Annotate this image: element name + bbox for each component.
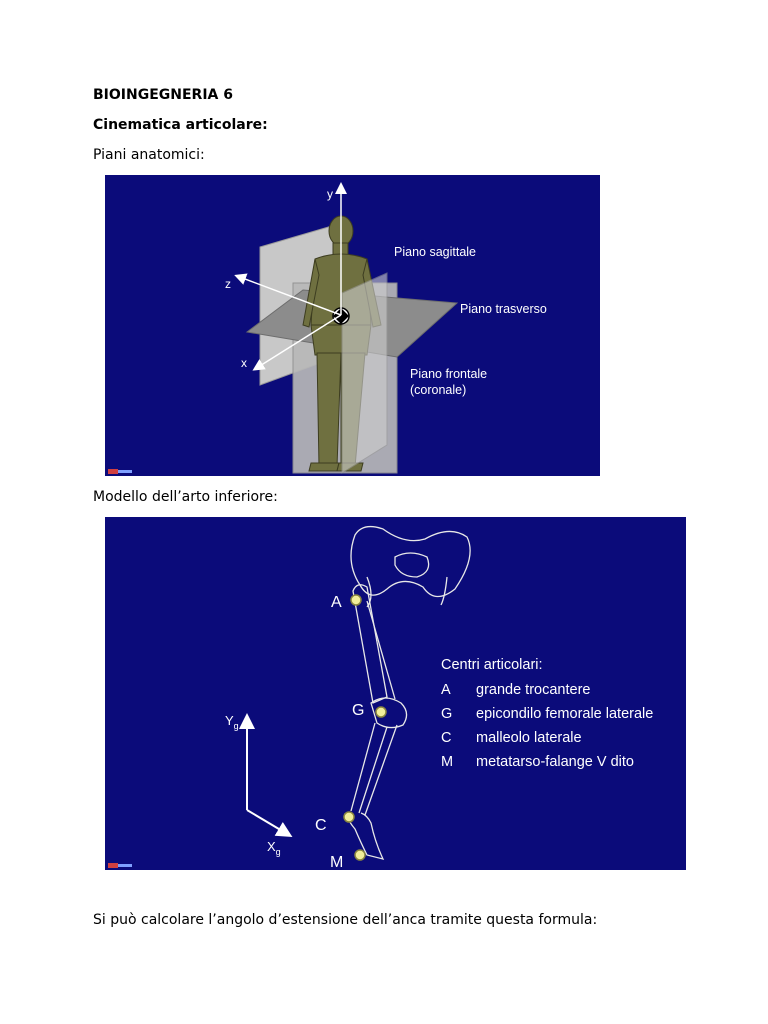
subsection-heading-planes: Piani anatomici: xyxy=(93,147,205,163)
sagittal-plane-front xyxy=(342,273,387,473)
x-axis-label: x xyxy=(241,356,247,370)
lower-limb-model-figure: A G C M Yg Xg Centri articolari: A grand… xyxy=(105,517,686,870)
corner-logo-icon xyxy=(108,863,132,868)
legend-text-C: malleolo laterale xyxy=(476,730,582,746)
legend-text-A: grande trocantere xyxy=(476,682,590,698)
subsection-heading-limb: Modello dell’arto inferiore: xyxy=(93,489,278,505)
frontal-plane-label: Piano frontale xyxy=(410,367,487,381)
y-axis-label: y xyxy=(327,187,333,201)
joint-G-marker xyxy=(376,707,386,717)
section-heading: Cinematica articolare: xyxy=(93,117,268,133)
joint-A-label: A xyxy=(331,594,342,611)
legend-text-G: epicondilo femorale laterale xyxy=(476,706,653,722)
legend-key-C: C xyxy=(441,730,451,746)
joint-M-label: M xyxy=(330,854,343,870)
joint-markers xyxy=(344,595,386,860)
legend-key-A: A xyxy=(441,682,451,698)
xg-axis-label: Xg xyxy=(267,839,281,857)
joint-A-marker xyxy=(351,595,361,605)
legend-title: Centri articolari: xyxy=(441,657,543,673)
sagittal-plane-label: Piano sagittale xyxy=(394,245,476,259)
yg-axis-label: Yg xyxy=(225,713,239,731)
z-axis-label: z xyxy=(225,277,231,291)
frontal-plane-sublabel: (coronale) xyxy=(410,383,466,397)
xg-axis-arrow xyxy=(247,810,289,835)
joint-centers-legend: Centri articolari: A grande trocantere G… xyxy=(441,657,653,770)
joint-C-label: C xyxy=(315,817,327,834)
anatomical-planes-figure: y z x Piano sagittale Piano trasverso Pi… xyxy=(105,175,600,476)
joint-G-label: G xyxy=(352,702,364,719)
legend-key-M: M xyxy=(441,754,453,770)
corner-logo-icon xyxy=(108,469,132,474)
legend-key-G: G xyxy=(441,706,452,722)
skeleton-outline xyxy=(345,527,470,859)
legend-text-M: metatarso-falange V dito xyxy=(476,754,634,770)
document-title: BIOINGEGNERIA 6 xyxy=(93,87,233,103)
joint-M-marker xyxy=(355,850,365,860)
formula-intro-text: Si può calcolare l’angolo d’estensione d… xyxy=(93,912,597,928)
transverse-plane-label: Piano trasverso xyxy=(460,302,547,316)
joint-C-marker xyxy=(344,812,354,822)
